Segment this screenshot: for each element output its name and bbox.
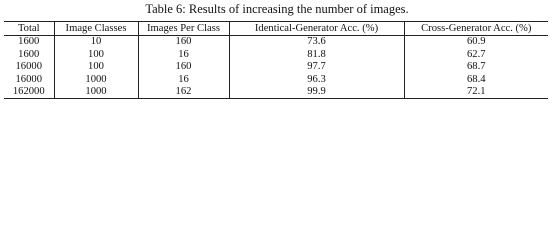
table-row: 162000 1000 162 99.9 72.1: [4, 86, 548, 100]
cell-image-classes: 10: [53, 35, 138, 49]
cell-total: 1600: [18, 48, 40, 60]
table-row: 16000 100 160 97.7 68.7: [4, 61, 548, 74]
table-caption: Table 6: Results of increasing the numbe…: [145, 2, 409, 16]
cell-cross-generator-acc: 72.1: [403, 86, 548, 100]
cell-images-per-class: 160: [137, 61, 229, 74]
cell-image-classes: 1000: [53, 86, 138, 100]
header-cross-generator-acc: Cross-Generator Acc. (%): [403, 20, 548, 37]
cell-cross-generator-acc: 62.7: [403, 48, 548, 62]
cell-identical-generator-acc: 99.9: [228, 86, 404, 100]
cell-identical-generator-acc: 96.3: [228, 73, 404, 87]
cell-identical-generator-acc: 73.6: [228, 35, 404, 49]
cell-cross-generator-acc: 68.4: [403, 73, 548, 87]
table-body: 1600 10 160 73.6 60.9 1600 100 16 81.8 6…: [4, 35, 548, 100]
cell-image-classes: 100: [53, 48, 138, 62]
cell-identical-generator-acc: 81.8: [228, 48, 404, 62]
cell-cross-generator-acc: 60.9: [403, 35, 548, 49]
cell-total: 162000: [4, 86, 54, 100]
cell-images-per-class: 16: [137, 48, 229, 62]
table-row: 1600 10 160 73.6 60.9: [4, 35, 548, 49]
cell-total: 16000: [15, 73, 42, 85]
cell-image-classes: 1000: [53, 73, 138, 87]
cell-images-per-class: 16: [137, 73, 229, 87]
cell-cross-generator-acc: 68.7: [403, 61, 548, 74]
cell-images-per-class: 160: [137, 35, 229, 49]
header-images-per-class: Images Per Class: [137, 20, 229, 37]
header-total: Total: [4, 20, 54, 37]
table-figure: Table 6: Results of increasing the numbe…: [0, 0, 554, 111]
cell-total: 1600: [18, 36, 40, 48]
cell-images-per-class: 162: [137, 86, 229, 100]
table-row: 1600 100 16 81.8 62.7: [4, 48, 548, 62]
header-identical-generator-acc: Identical-Generator Acc. (%): [228, 20, 404, 37]
table-header: Total Image Classes Images Per Class Ide…: [4, 20, 548, 37]
cell-image-classes: 100: [53, 61, 138, 74]
header-image-classes: Image Classes: [53, 20, 138, 37]
results-table: Total Image Classes Images Per Class Ide…: [4, 20, 548, 100]
table-row: 16000 1000 16 96.3 68.4: [4, 73, 548, 87]
cell-total: 16000: [15, 61, 42, 73]
header-row: Total Image Classes Images Per Class Ide…: [4, 20, 548, 37]
cell-identical-generator-acc: 97.7: [228, 61, 404, 74]
